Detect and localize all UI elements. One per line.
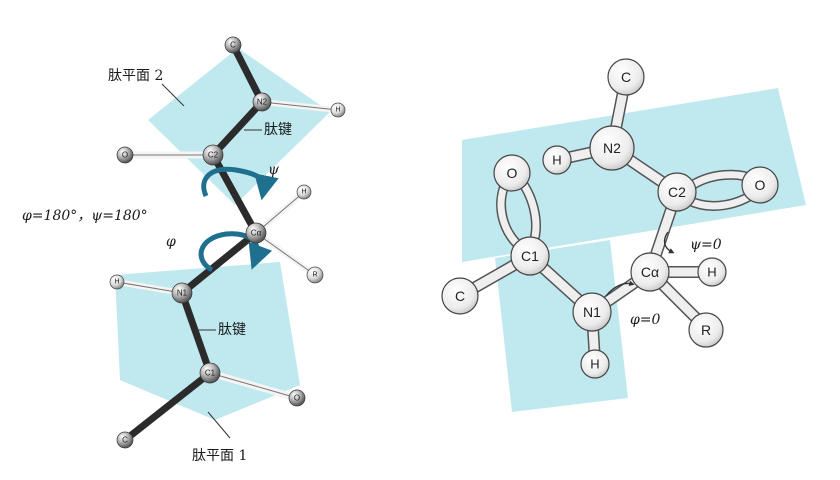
- left-panel: C N2 H O C2 H Cα R H N1 C1 O C: [22, 36, 346, 464]
- phi-rotation-arrow: [198, 231, 273, 273]
- atom-h-ca: [697, 257, 727, 287]
- atom-label: O: [755, 177, 766, 193]
- atom-label: C2: [208, 151, 219, 160]
- atom-r: [688, 312, 724, 348]
- phi-zero-arrow: [605, 280, 635, 297]
- left-atoms: C N2 H O C2 H Cα R H N1 C1 O C: [109, 36, 346, 449]
- atom-label: H: [552, 153, 561, 168]
- atom-h-n1: [580, 349, 610, 379]
- atom-h-n2: [542, 145, 572, 175]
- phi-zero-label: φ=0: [630, 312, 661, 328]
- phi-symbol: φ: [166, 234, 176, 250]
- atom-label: O: [122, 151, 128, 160]
- right-atoms: C N2 H C2 O O C1 C Cα H N1 R H: [441, 58, 779, 379]
- peptide-plane-right-upper: [462, 88, 806, 262]
- atom-o-c1: [288, 389, 306, 407]
- atom-label: C2: [668, 184, 686, 200]
- atom-c1: [510, 236, 550, 276]
- atom-c2: [202, 144, 224, 166]
- atom-label: N1: [177, 289, 188, 298]
- atom-c1: [199, 362, 221, 384]
- psi-zero-arrow: [663, 231, 675, 254]
- atom-label: Cα: [641, 264, 659, 280]
- atom-label: C1: [521, 248, 539, 264]
- atom-c-left: [441, 277, 479, 315]
- atom-ca: [245, 222, 267, 244]
- atom-n2: [589, 125, 635, 171]
- atom-h-n2: [330, 102, 346, 118]
- left-bonds: [116, 41, 339, 444]
- atom-c2: [657, 172, 697, 212]
- psi-rotation-arrow: [201, 166, 279, 201]
- atom-label: N2: [257, 98, 268, 107]
- atom-label: N1: [583, 304, 601, 320]
- atom-o-c1: [493, 154, 531, 192]
- atom-n1: [572, 292, 612, 332]
- atom-o-c2: [116, 146, 134, 164]
- angle-values-label: φ=180°，ψ=180°: [22, 208, 148, 224]
- atom-n1: [171, 282, 193, 304]
- atom-label: C: [230, 41, 236, 50]
- atom-label: R: [701, 322, 711, 338]
- atom-label: C: [621, 69, 631, 85]
- psi-symbol: ψ: [268, 162, 280, 178]
- leader-plane-2: [161, 83, 185, 107]
- atom-label: O: [294, 394, 300, 403]
- atom-label: H: [707, 265, 716, 280]
- atom-h-n1: [109, 274, 125, 290]
- atom-label: H: [590, 357, 599, 372]
- bond-label-lower: 肽键: [218, 322, 246, 338]
- atom-o-c2: [741, 166, 779, 204]
- peptide-plane-1: [115, 262, 300, 420]
- atom-label: N2: [603, 140, 621, 156]
- atom-label: Cα: [251, 229, 262, 238]
- plane-1-label: 肽平面 1: [192, 448, 247, 464]
- atom-c-bottom: [116, 431, 134, 449]
- bond-label-upper: 肽键: [264, 122, 292, 138]
- atom-r: [306, 266, 324, 284]
- atom-label: R: [312, 272, 317, 279]
- leader-plane-1: [207, 411, 231, 439]
- atom-c-top: [224, 36, 242, 54]
- atom-label: H: [114, 279, 119, 286]
- atom-label: O: [507, 165, 518, 181]
- right-panel: C N2 H C2 O O C1 C Cα H N1 R H: [441, 58, 806, 412]
- atom-label: C: [455, 288, 465, 304]
- atom-label: H: [301, 189, 306, 196]
- atom-c-top: [607, 58, 645, 96]
- atom-label: H: [335, 107, 340, 114]
- psi-zero-label: ψ=0: [690, 237, 722, 253]
- atom-n2: [252, 92, 272, 112]
- atom-label: C1: [205, 369, 216, 378]
- atom-label: C: [122, 436, 128, 445]
- atom-ca: [630, 252, 670, 292]
- atom-h-ca: [296, 184, 312, 200]
- plane-2-label: 肽平面 2: [108, 68, 163, 84]
